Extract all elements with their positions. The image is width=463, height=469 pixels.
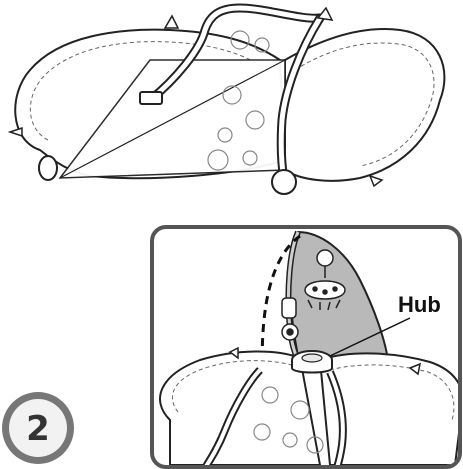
step-badge: 2 (2, 392, 74, 464)
mat-tab (165, 16, 178, 28)
mat-tab (370, 176, 382, 186)
hub-label: Hub (398, 292, 441, 317)
hub (292, 351, 332, 373)
arch-foot-left (39, 156, 57, 180)
mat-tab (10, 128, 22, 136)
right-mat-pad (285, 29, 444, 181)
top-figure-folded-mat (10, 8, 444, 194)
step-number: 2 (26, 409, 50, 449)
inset-panel: Hub (152, 227, 463, 469)
arch-foot-right (272, 170, 296, 194)
arch-connector (140, 92, 162, 104)
